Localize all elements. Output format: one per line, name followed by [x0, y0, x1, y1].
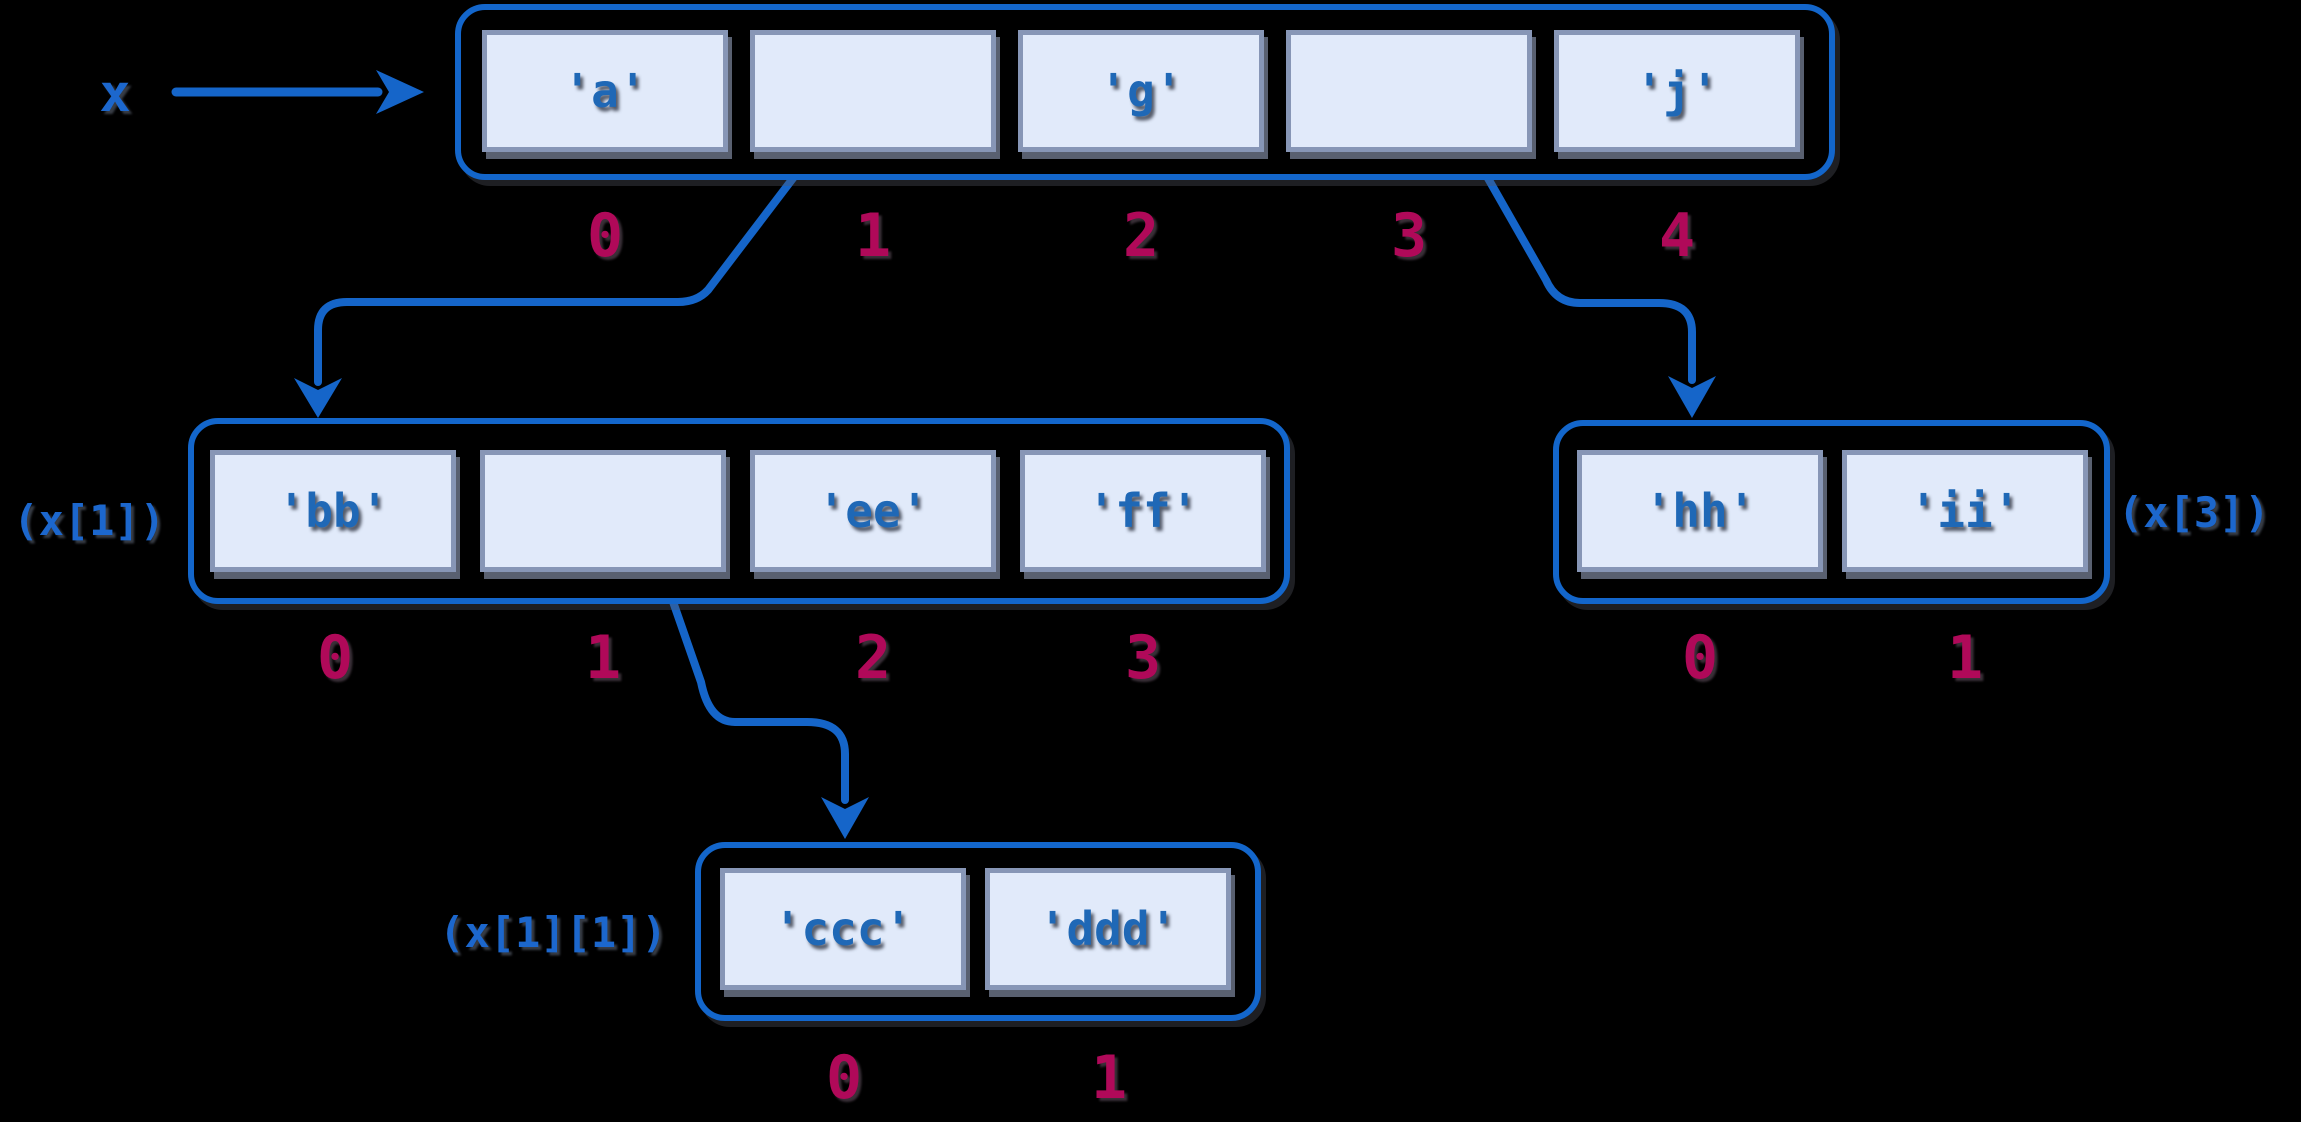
arrowhead-down-icon: [294, 378, 342, 418]
index-label: 0: [825, 1043, 863, 1113]
list-x3-cell-0: 'hh': [1577, 450, 1823, 572]
cell-value: 'g': [1099, 64, 1183, 118]
list-x1-cell-1: [480, 450, 726, 572]
cell-value: 'ddd': [1038, 902, 1178, 956]
index-label: 4: [1658, 201, 1696, 271]
sublist-label-x11: (x[1][1]): [439, 908, 667, 957]
index-label: 0: [316, 623, 354, 693]
variable-label: x: [99, 64, 131, 124]
cell-value: 'ee': [817, 484, 929, 538]
cell-value: 'j': [1635, 64, 1719, 118]
index-label: 3: [1124, 623, 1162, 693]
list-x-cell-2: 'g': [1018, 30, 1264, 152]
index-label: 1: [854, 201, 892, 271]
cell-value: 'ff': [1087, 484, 1199, 538]
index-label: 3: [1390, 201, 1428, 271]
list-x3-cell-1: 'ii': [1842, 450, 2088, 572]
x-variable-arrow: [171, 70, 424, 114]
arrowhead-down-icon: [1668, 376, 1716, 418]
list-x1-cell-0: 'bb': [210, 450, 456, 572]
index-label: 0: [1681, 623, 1719, 693]
cell-value: 'ii': [1909, 484, 2021, 538]
list-x-cell-1: [750, 30, 996, 152]
list-x1-cell-3: 'ff': [1020, 450, 1266, 572]
index-label: 2: [854, 623, 892, 693]
index-label: 2: [1122, 201, 1160, 271]
pointer-arrow-x3: [1469, 148, 1716, 418]
list-x-cell-0: 'a': [482, 30, 728, 152]
cell-value: 'hh': [1644, 484, 1756, 538]
sublist-label-x3: (x[3]): [2118, 488, 2270, 537]
arrowhead-down-icon: [821, 797, 869, 839]
cell-value: 'a': [563, 64, 647, 118]
list-x11-cell-1: 'ddd': [985, 868, 1231, 990]
list-x11-cell-0: 'ccc': [720, 868, 966, 990]
index-label: 0: [586, 201, 624, 271]
list-x1-cell-2: 'ee': [750, 450, 996, 572]
index-label: 1: [1090, 1043, 1128, 1113]
sublist-label-x1: (x[1]): [13, 496, 165, 545]
pointer-arrow-x1: [294, 148, 817, 418]
arrowhead-right-icon: [376, 70, 424, 114]
list-x-cell-4: 'j': [1554, 30, 1800, 152]
list-x-cell-3: [1286, 30, 1532, 152]
cell-value: 'bb': [277, 484, 389, 538]
index-label: 1: [1946, 623, 1984, 693]
pointer-arrow-x11: [659, 569, 869, 839]
cell-value: 'ccc': [773, 902, 913, 956]
index-label: 1: [584, 623, 622, 693]
